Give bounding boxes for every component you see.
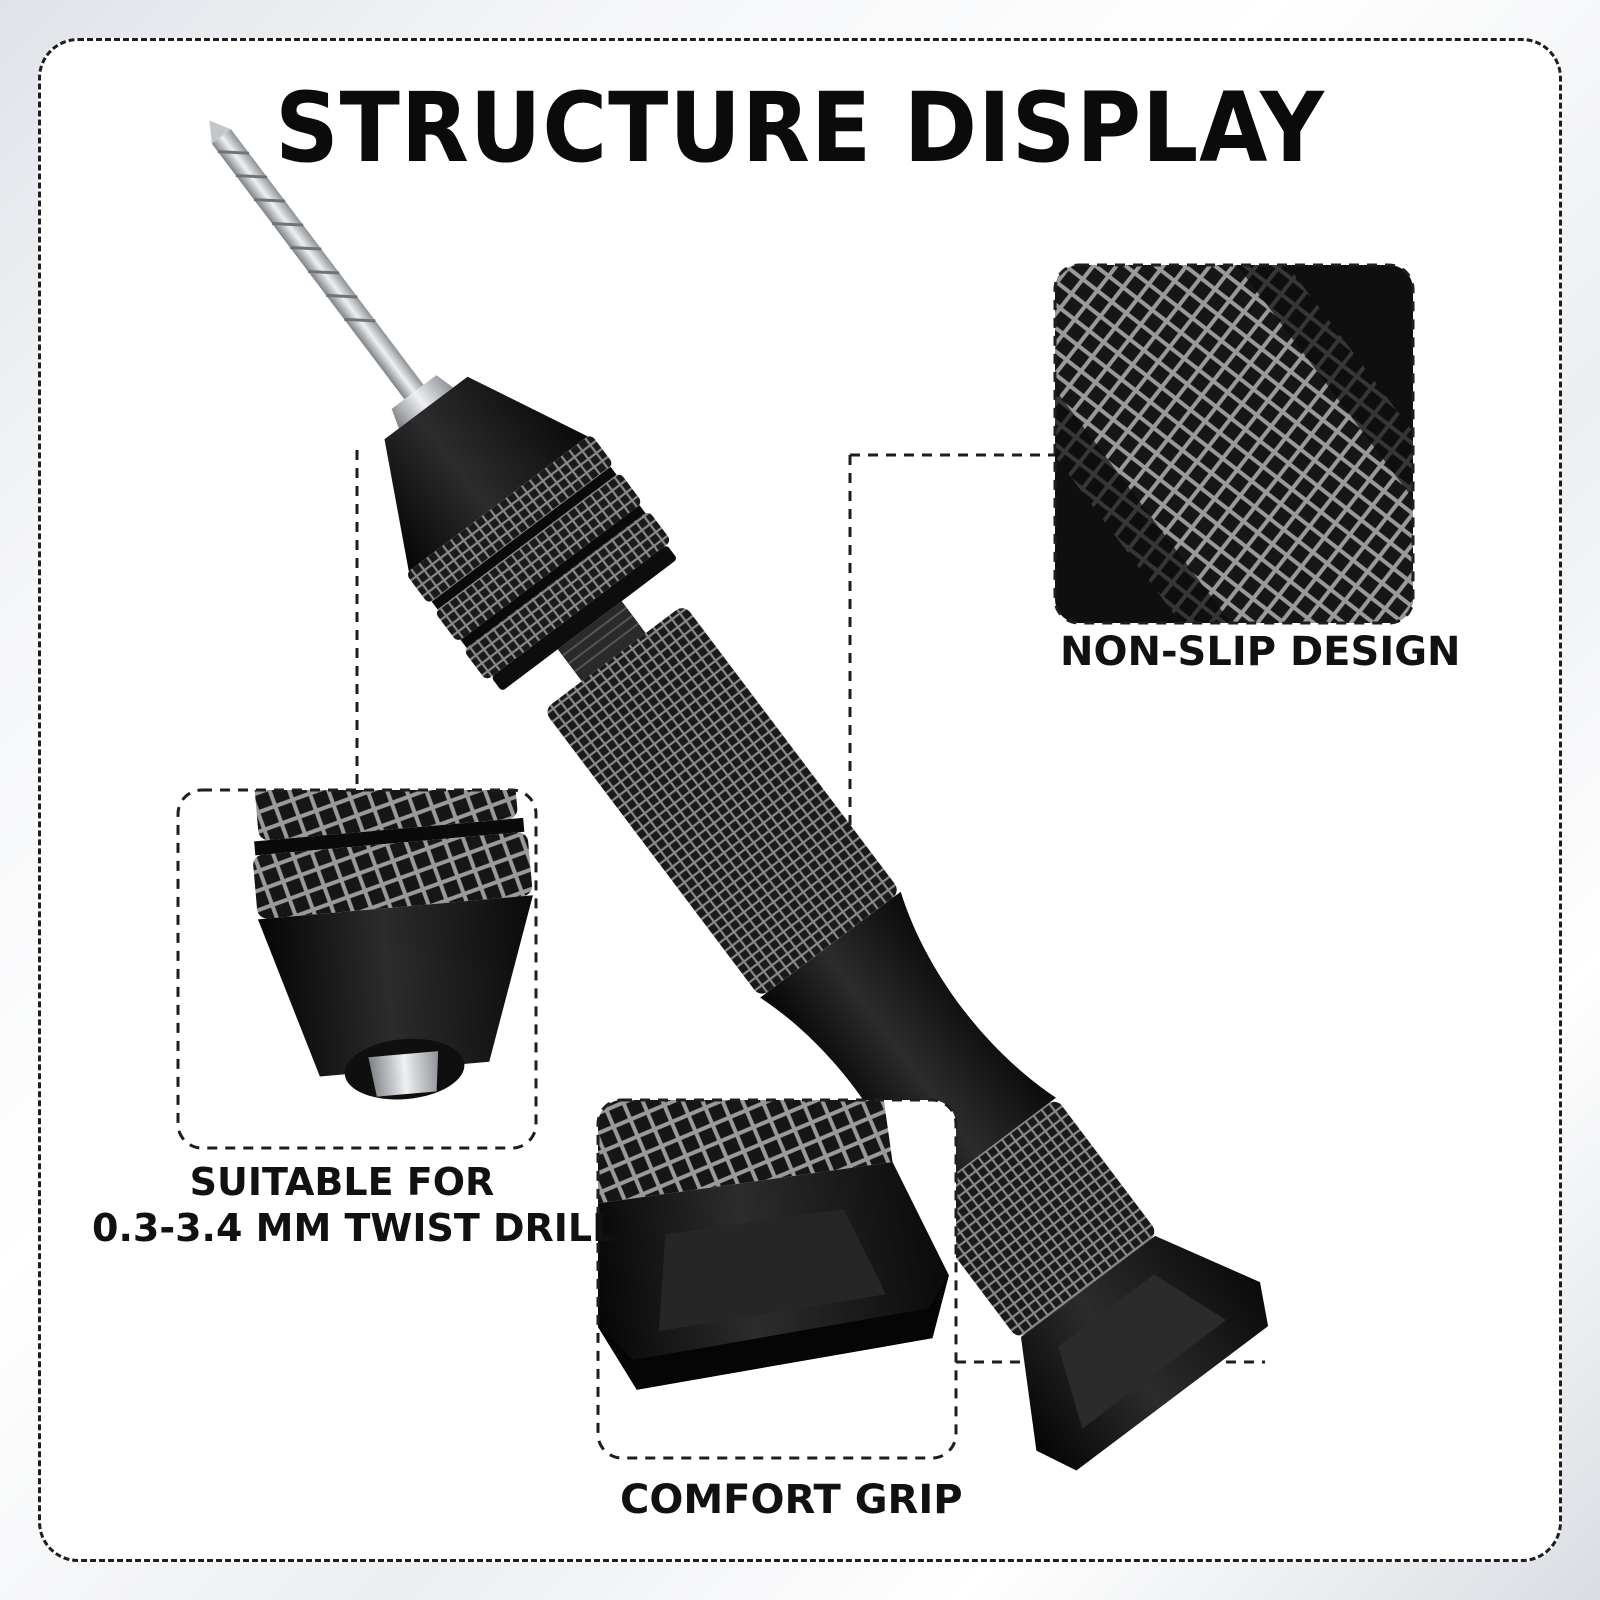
- twist-drill-bit: [209, 120, 424, 400]
- pin-vise-drill: [209, 120, 1269, 1471]
- chuck-ring-2: [436, 474, 641, 640]
- collet-tip: [391, 375, 454, 429]
- label-comfort-grip: COMFORT GRIP: [620, 1477, 963, 1523]
- handle-knurled-upper: [547, 608, 897, 994]
- handle-knurled-lower: [919, 1101, 1155, 1336]
- chuck-ring-3: [465, 513, 670, 679]
- chuck-ring-1: [407, 436, 612, 602]
- label-non-slip-design: NON-SLIP DESIGN: [1060, 629, 1461, 675]
- chuck-cone: [384, 376, 588, 572]
- page-title: STRUCTURE DISPLAY: [275, 72, 1325, 184]
- label-suitable-line2: 0.3-3.4 MM TWIST DRILL: [92, 1205, 617, 1250]
- detail-chuck-box: [176, 788, 538, 1150]
- detail-knurl-box: [1053, 263, 1415, 625]
- label-suitable-line1: SUITABLE FOR: [189, 1160, 495, 1204]
- detail-cap-box: [596, 1098, 958, 1460]
- handle-waist: [760, 891, 1056, 1204]
- label-suitable-for: SUITABLE FOR 0.3-3.4 MM TWIST DRILL: [92, 1160, 617, 1251]
